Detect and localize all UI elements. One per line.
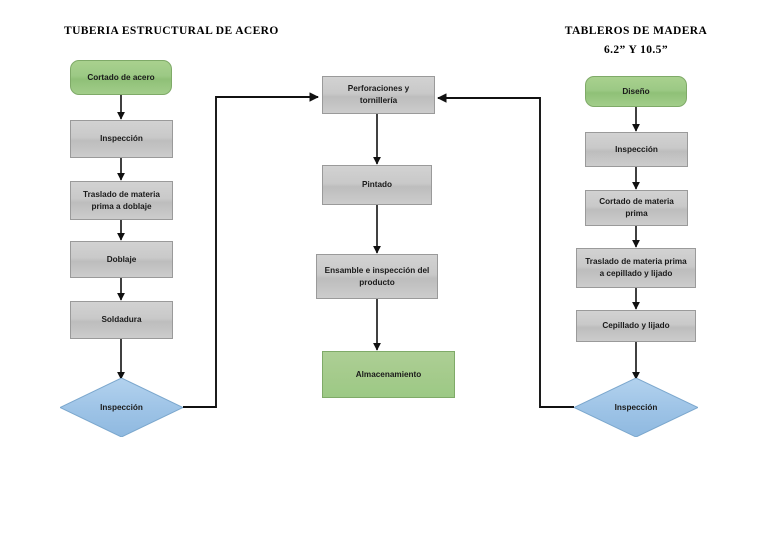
decision-label: Inspección [614,403,658,412]
node-right-inspeccion[interactable]: Inspección [585,132,688,167]
connector-right-decision-to-center [437,93,574,408]
node-soldadura[interactable]: Soldadura [70,301,173,339]
node-doblaje[interactable]: Doblaje [70,241,173,278]
node-left-inspeccion-decision[interactable]: Inspección [60,378,183,437]
node-almacenamiento[interactable]: Almacenamiento [322,351,455,398]
right-column-subtitle: 6.2” Y 10.5” [603,44,668,56]
node-cortado-de-acero[interactable]: Cortado de acero [70,60,172,95]
node-diseno[interactable]: Diseño [585,76,687,107]
node-left-inspeccion[interactable]: Inspección [70,120,173,158]
node-right-inspeccion-decision[interactable]: Inspección [574,378,698,437]
diamond-shape [60,378,183,437]
node-cepillado-y-lijado[interactable]: Cepillado y lijado [576,310,696,342]
left-column-title: TUBERIA ESTRUCTURAL DE ACERO [64,25,279,37]
right-column-title: TABLEROS DE MADERA [564,25,708,37]
node-perforaciones-y-tornilleria[interactable]: Perforaciones y tornillería [322,76,435,114]
node-traslado-cepillado-lijado[interactable]: Traslado de materia prima a cepillado y … [576,248,696,288]
diamond-shape [574,378,698,437]
node-ensamble-e-inspeccion[interactable]: Ensamble e inspección del producto [316,254,438,299]
connector-left-decision-to-center [183,92,319,408]
node-cortado-de-materia-prima[interactable]: Cortado de materia prima [585,190,688,226]
node-traslado-materia-prima-doblaje[interactable]: Traslado de materia prima a doblaje [70,181,173,220]
decision-label: Inspección [100,403,143,412]
node-pintado[interactable]: Pintado [322,165,432,205]
